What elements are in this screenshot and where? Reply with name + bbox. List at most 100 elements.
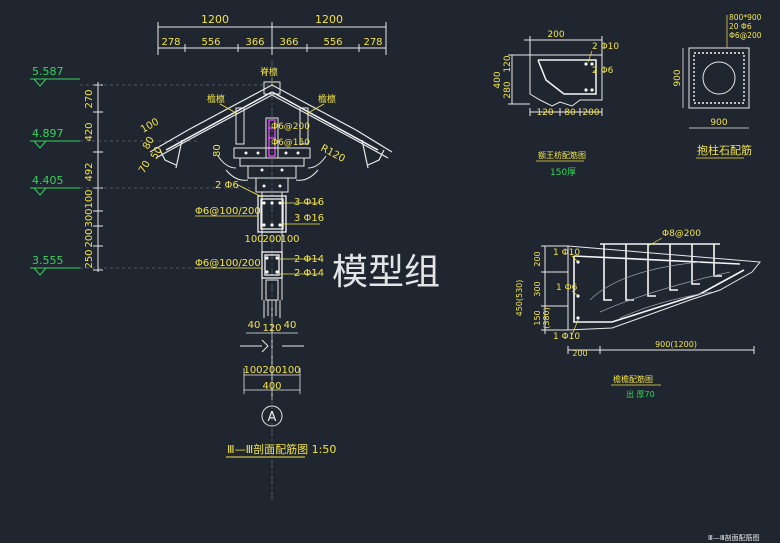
detail-beam-bar-label: 2 Φ6 xyxy=(592,66,614,76)
eave-caption: 檐檐配筋图 xyxy=(613,374,653,384)
beam1-dim: 100 xyxy=(280,234,299,245)
beam1-dim: 200 xyxy=(262,234,281,245)
bracket-rebar-dots xyxy=(244,151,300,188)
label-beam2-top: 2 Φ14 xyxy=(294,254,324,265)
detail-beam-bar-label: 2 Φ10 xyxy=(592,42,619,52)
label-2phi6: 2 Φ6 xyxy=(215,180,239,191)
elevation-markers xyxy=(30,78,80,276)
top-dim-seg: 366 xyxy=(245,37,264,48)
detail-beam-dim-left: 120 xyxy=(503,55,513,72)
base-dim: 100 xyxy=(281,365,300,376)
column-stone-cage xyxy=(693,52,745,104)
label-beam2-bottom: 2 Φ14 xyxy=(294,268,324,279)
vertical-dim: 420 xyxy=(84,122,95,141)
axis-label: A xyxy=(268,410,277,425)
detail-beam-dim-bottom: 120 xyxy=(536,108,553,118)
column-stone-outline xyxy=(688,47,750,109)
eave-dim-left: (380) xyxy=(542,307,551,329)
label-beam1-top: 3 Φ16 xyxy=(294,197,324,208)
top-dim-seg: 278 xyxy=(363,37,382,48)
eave-ties-leader xyxy=(647,237,663,247)
detail-beam-dim-bottom: 200 xyxy=(582,108,599,118)
label-beam1-bottom: 3 Φ16 xyxy=(294,213,324,224)
detail-beam-dims-left: 400 120 280 xyxy=(493,55,513,98)
detail-column-stone-drawing: 800*900 20 Φ6 Φ6@200 900 900 抱柱石配筋 xyxy=(673,13,762,159)
eave-ties-label: Φ8@200 xyxy=(662,229,701,239)
footer-text: Ⅲ—Ⅲ剖面配筋图 xyxy=(708,533,760,542)
column-stone-note: 800*900 xyxy=(729,13,762,22)
column-lower-detail xyxy=(265,279,279,316)
eave-bar-label: 1 Φ10 xyxy=(553,248,580,258)
elevation-label: 5.587 xyxy=(32,65,64,78)
label-radius: R120 xyxy=(319,143,347,165)
label-beam2-ties: Φ6@100/200 xyxy=(195,258,261,269)
top-dim-seg: 278 xyxy=(161,37,180,48)
top-dim-seg: 556 xyxy=(201,37,220,48)
eave-bar-label: 1 Φ10 xyxy=(553,332,580,342)
top-dim-segments: 278 556 366 366 556 278 xyxy=(161,37,382,48)
eave-dim-bottom: 900(1200) xyxy=(655,340,697,349)
eave-bar-label: 1 Φ6 xyxy=(556,283,578,293)
col-dim: 120 xyxy=(262,323,281,334)
base-dim: 200 xyxy=(262,365,281,376)
eave-bar-labels: 1 Φ10 1 Φ6 1 Φ10 xyxy=(553,248,580,342)
top-dim-seg: 366 xyxy=(279,37,298,48)
leader-eave-right xyxy=(305,103,325,115)
detail-beam-leader xyxy=(587,50,593,63)
detail-beam-dim-left: 280 xyxy=(503,81,513,98)
top-dimension-lines xyxy=(157,22,387,55)
eave-outline xyxy=(541,245,761,354)
beam1-bars xyxy=(262,201,282,227)
eave-bar-leaders xyxy=(571,255,579,336)
detail-beam-dim-top: 200 xyxy=(547,30,564,40)
beam1-dims: 100 200 100 xyxy=(244,234,299,245)
vertical-dim: 492 xyxy=(84,162,95,181)
beam-section-1 xyxy=(257,195,287,233)
leader-eave-left xyxy=(219,103,239,115)
column-stone-dim-bottom: 900 xyxy=(710,118,727,128)
label-ties-150: Φ6@150 xyxy=(271,138,310,148)
column-stone-caption: 抱柱石配筋 xyxy=(697,143,752,157)
beam1-dim: 100 xyxy=(244,234,263,245)
label-ridge-purlin: 脊檩 xyxy=(260,66,278,78)
elevation-labels: 5.587 4.897 4.405 3.555 xyxy=(32,65,64,267)
detail-beam-drawing: 200 400 120 280 120 80 200 2 Φ10 2 Φ6 额王… xyxy=(493,30,619,178)
beam-section-2 xyxy=(261,251,283,279)
eave-dim-bottom: 200 xyxy=(572,349,587,358)
eave-subcaption: 出 厚70 xyxy=(626,389,655,399)
roof-rebar xyxy=(165,91,379,151)
base-dim-lines xyxy=(243,368,301,394)
col-dims: 40 120 40 xyxy=(248,320,297,334)
vertical-dim: 270 xyxy=(84,89,95,108)
label-left-80: 80 xyxy=(212,144,223,157)
elevation-label: 4.405 xyxy=(32,174,64,187)
beam2-bars xyxy=(265,256,279,274)
column-stone-dim-side: 900 xyxy=(673,69,683,86)
top-dim-total-left: 1200 xyxy=(201,13,229,26)
leader-2phi6 xyxy=(237,184,263,198)
label-eave-purlin-left: 檐檩 xyxy=(207,93,225,105)
eave-dim-left: 200 xyxy=(533,251,542,266)
main-section-drawing: 1200 1200 278 556 366 366 556 278 270 42… xyxy=(30,13,393,500)
detail-beam-subcaption: 150厚 xyxy=(550,167,576,178)
column-stone-note: 20 Φ6 xyxy=(729,22,752,31)
detail-beam-outline xyxy=(508,36,603,116)
column-stone-notes: 800*900 20 Φ6 Φ6@200 xyxy=(729,13,762,40)
detail-beam-dim-left: 400 xyxy=(493,71,503,88)
base-dim: 100 xyxy=(243,365,262,376)
detail-eave-drawing: Φ8@200 1 Φ10 1 Φ6 1 Φ10 200 300 150 450(… xyxy=(515,229,761,399)
detail-beam-rebar xyxy=(537,59,597,95)
column-stone-hole xyxy=(702,61,736,95)
eave-rebar xyxy=(573,243,745,323)
vertical-dim: 200 xyxy=(84,228,95,247)
small-dim: 100 xyxy=(139,117,161,136)
eave-dim-left: 450(530) xyxy=(515,280,524,317)
small-dim: 70 xyxy=(137,159,153,176)
detail-beam-caption: 额王枋配筋图 xyxy=(538,150,586,160)
elevation-label: 4.897 xyxy=(32,127,64,140)
left-vertical-dims: 270 420 492 300 100 200 250 xyxy=(84,89,95,268)
col-dim: 40 xyxy=(284,320,297,331)
label-ties-200: Φ6@200 xyxy=(271,122,310,132)
vertical-dim: 250 xyxy=(84,249,95,268)
